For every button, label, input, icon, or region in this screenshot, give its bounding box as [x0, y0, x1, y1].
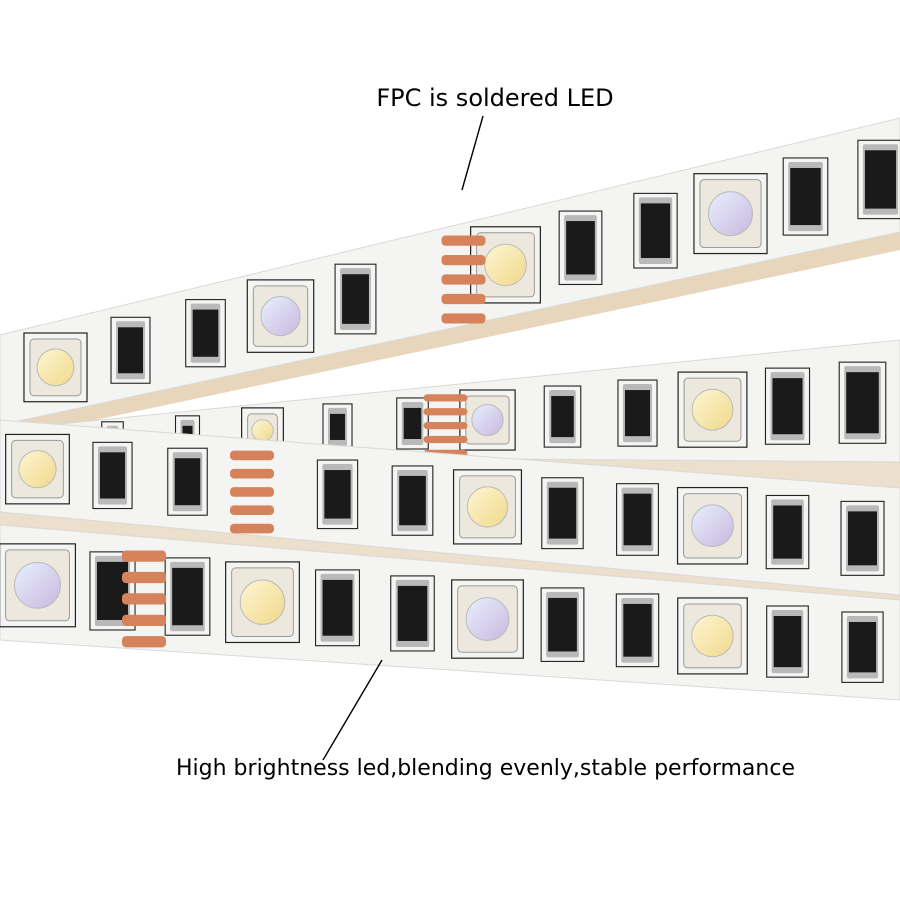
resistor	[334, 263, 377, 335]
resistor	[541, 477, 584, 550]
resistor	[316, 459, 359, 530]
led-annotation: High brightness led,blending evenly,stab…	[176, 756, 795, 781]
resistor	[185, 299, 226, 368]
led-pointer-line	[322, 659, 383, 761]
resistor	[765, 494, 810, 570]
led-chip	[677, 597, 748, 675]
resistor	[764, 367, 811, 445]
led-chip	[23, 332, 88, 403]
resistor	[543, 385, 582, 448]
resistor	[164, 557, 211, 636]
resistor	[167, 447, 208, 516]
resistor	[390, 575, 435, 652]
led-strip	[0, 419, 900, 596]
resistor	[633, 192, 678, 269]
solder-pads	[122, 550, 166, 648]
led-chip	[470, 226, 541, 304]
resistor	[615, 593, 660, 668]
resistor	[391, 465, 434, 536]
resistor	[314, 569, 361, 647]
resistor	[838, 361, 887, 444]
resistor	[540, 587, 585, 662]
resistor	[841, 611, 884, 683]
resistor	[92, 441, 133, 510]
led-chip	[246, 279, 315, 353]
led-chip	[677, 371, 748, 448]
led-chip	[0, 543, 77, 628]
led-chip	[225, 561, 300, 644]
led-chip	[452, 469, 523, 545]
led-chip	[693, 173, 768, 255]
resistor	[89, 551, 136, 631]
resistor	[857, 139, 900, 220]
led-chip	[5, 433, 70, 505]
led-chip	[451, 579, 524, 659]
led-strip	[0, 524, 900, 701]
led-strip-coils	[0, 117, 900, 701]
led-chip	[676, 486, 749, 565]
resistor	[616, 483, 659, 556]
resistor	[617, 379, 658, 447]
resistor	[840, 500, 885, 576]
resistor	[396, 397, 429, 450]
led-chip	[241, 407, 284, 454]
solder-pads	[441, 235, 486, 324]
resistor	[110, 316, 151, 384]
fpc-pointer-line	[461, 115, 484, 191]
solder-pads	[230, 450, 274, 534]
led-chip	[459, 389, 516, 451]
resistor	[766, 605, 809, 678]
resistor	[782, 157, 829, 236]
resistor	[558, 210, 603, 286]
fpc-annotation: FPC is soldered LED	[376, 84, 614, 112]
